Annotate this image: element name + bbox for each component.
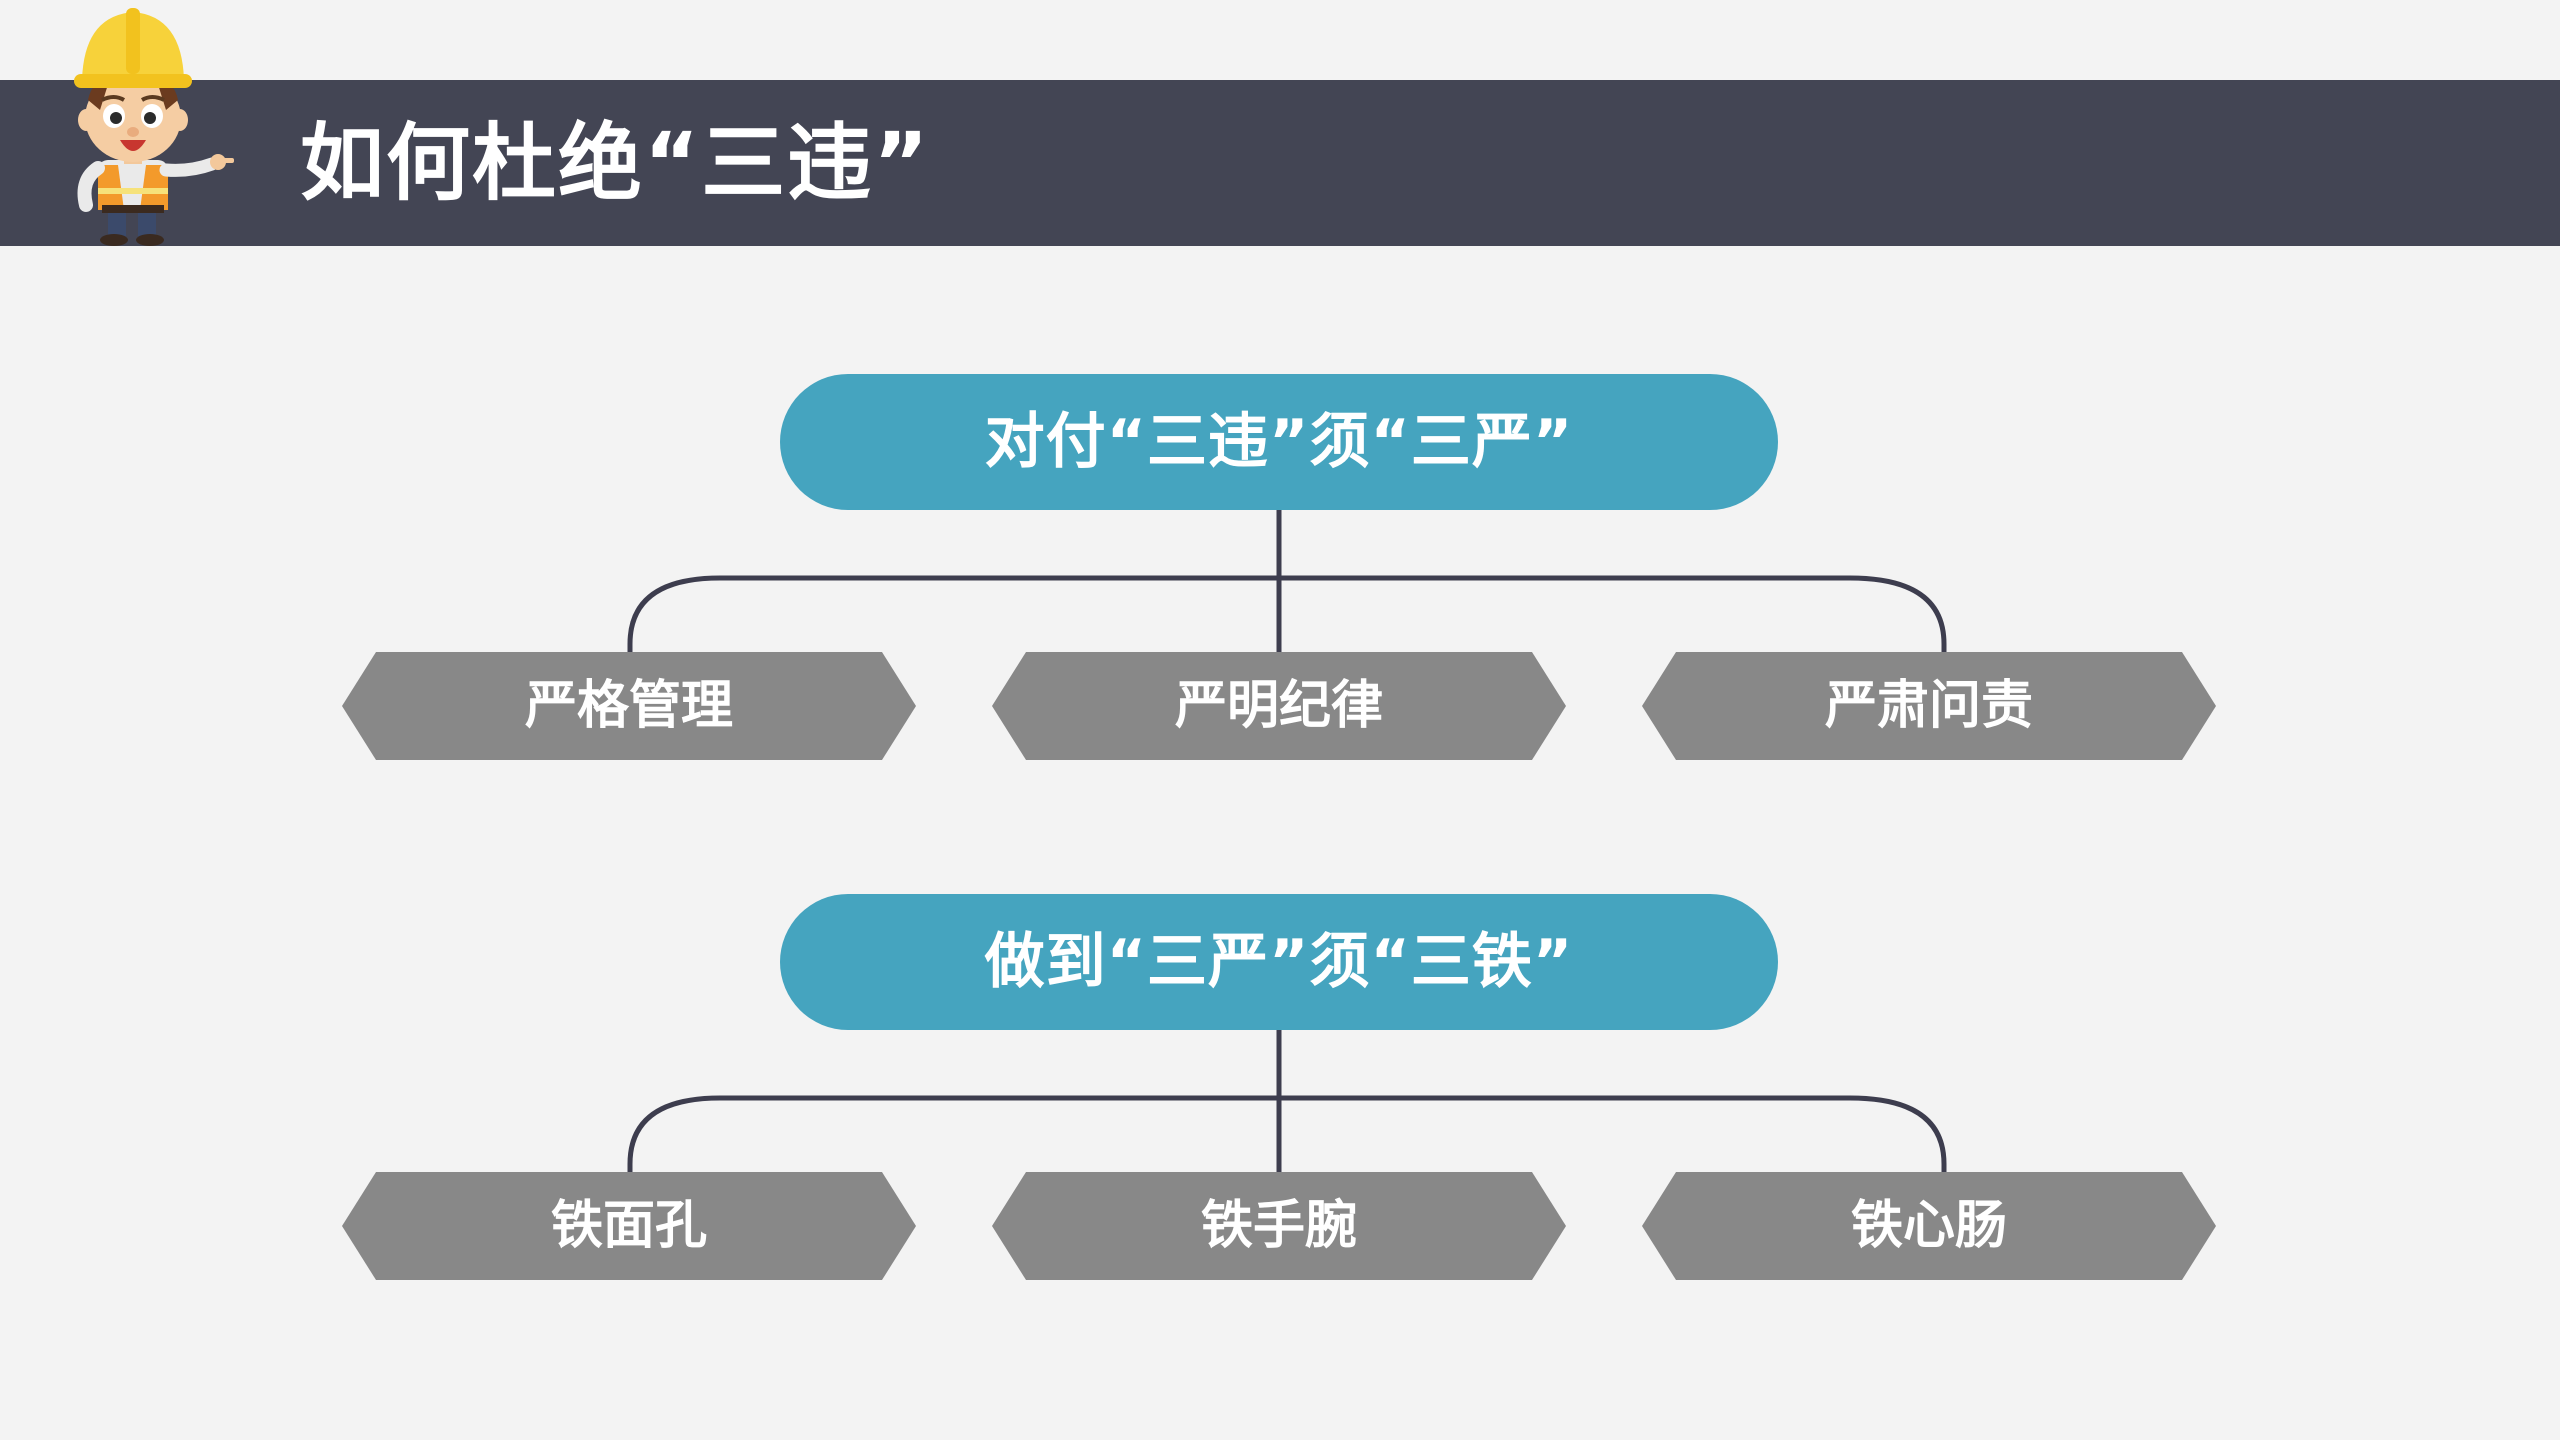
child-node-label: 铁手腕 bbox=[1200, 1196, 1357, 1256]
hexagon-shape bbox=[992, 652, 1566, 760]
child-node-iron-face: 铁面孔 bbox=[342, 1172, 916, 1280]
child-node-iron-wrist: 铁手腕 bbox=[992, 1172, 1566, 1280]
child-node-label: 铁心肠 bbox=[1850, 1196, 2007, 1256]
header-bar bbox=[0, 80, 2560, 246]
hexagon-shape bbox=[1642, 1172, 2216, 1280]
child-node-strict-discipline: 严明纪律 bbox=[992, 652, 1566, 760]
page-title: 如何杜绝“三违” bbox=[300, 114, 931, 212]
hexagon-shape bbox=[342, 1172, 916, 1280]
connector-branch-1 bbox=[627, 575, 1947, 652]
root-node-three-strict: 对付“三违”须“三严” bbox=[780, 374, 1778, 510]
connector-branch-2 bbox=[627, 1095, 1947, 1172]
child-node-strict-management: 严格管理 bbox=[342, 652, 916, 760]
hexagon-shape bbox=[342, 652, 916, 760]
hexagon-shape bbox=[1642, 652, 2216, 760]
child-node-label: 铁面孔 bbox=[550, 1196, 707, 1256]
construction-worker-mascot-icon bbox=[74, 8, 234, 246]
child-node-strict-accountability: 严肃问责 bbox=[1642, 652, 2216, 760]
child-node-iron-heart: 铁心肠 bbox=[1642, 1172, 2216, 1280]
child-node-label: 严肃问责 bbox=[1824, 676, 2033, 736]
child-node-label: 严明纪律 bbox=[1174, 676, 1383, 736]
hexagon-shape bbox=[992, 1172, 1566, 1280]
child-node-label: 严格管理 bbox=[524, 676, 733, 736]
root-node-three-iron: 做到“三严”须“三铁” bbox=[780, 894, 1778, 1030]
